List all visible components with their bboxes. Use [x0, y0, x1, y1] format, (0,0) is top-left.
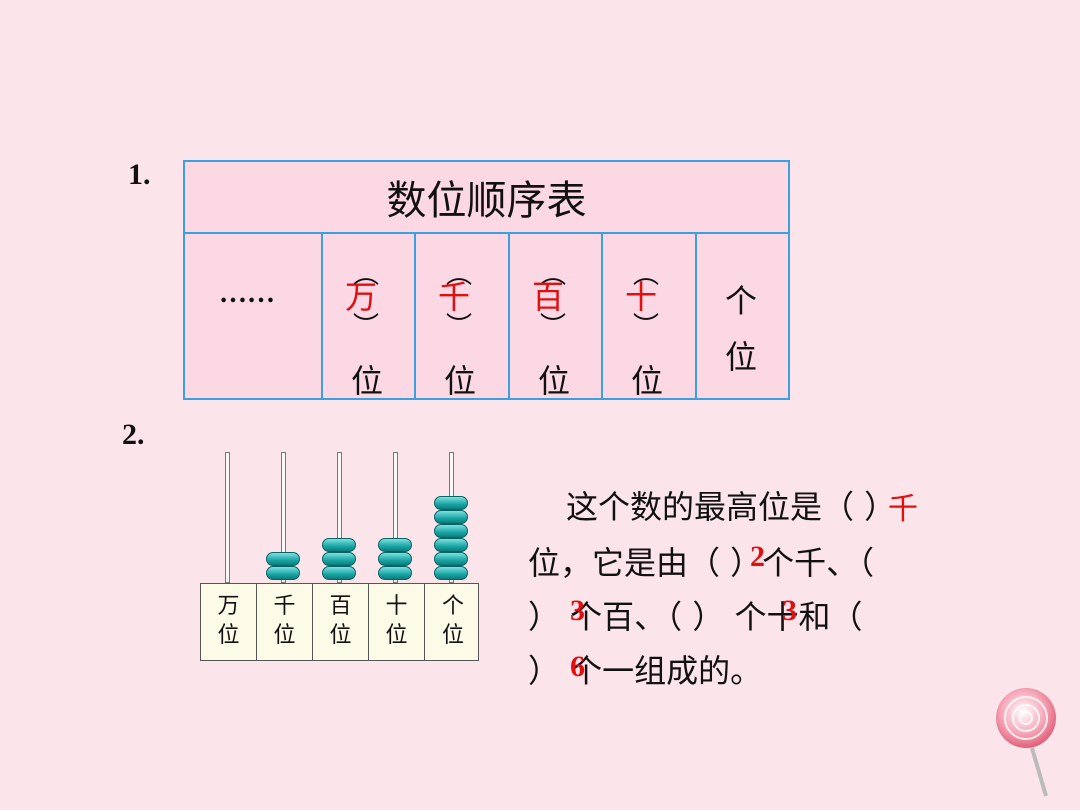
abacus-bead [322, 538, 356, 552]
abacus-bead [266, 552, 300, 566]
table-title: 数位顺序表 [185, 162, 788, 234]
abacus-bead [378, 552, 412, 566]
abacus-bead [378, 566, 412, 580]
q2-text-line2: 位，它是由（ ）个千、（ [528, 544, 875, 582]
abacus-bead [434, 496, 468, 510]
abacus-bead [378, 538, 412, 552]
label-char: 万 [217, 594, 240, 620]
abacus-bead [434, 538, 468, 552]
wei-label: 位 [631, 362, 664, 400]
wei-label: 位 [725, 338, 758, 376]
lollipop-icon [996, 688, 1056, 797]
abacus-label-qian: 千位 [257, 584, 313, 660]
place-value-table: 数位顺序表 …… ︵ 万 ︶ 位 ︵ 千 ︶ 位 ︵ 百 ︶ 位 ︵ 十 ︶ 位… [183, 160, 790, 400]
abacus-bead [266, 566, 300, 580]
table-cell-ge: 个 位 [697, 232, 788, 398]
label-char: 十 [385, 594, 408, 620]
answer-wan: 万 [345, 278, 378, 316]
abacus-bead [434, 566, 468, 580]
answer-ones: 6 [570, 650, 585, 683]
q2-text-line1: 这个数的最高位是（ ） [566, 488, 897, 526]
table-cell-wan: ︵ 万 ︶ 位 [323, 232, 416, 400]
question-2-number: 2. [122, 418, 145, 451]
table-cell-shi: ︵ 十 ︶ 位 [603, 232, 697, 400]
abacus-rod [337, 452, 342, 583]
abacus-rod [225, 452, 230, 583]
table-cell-bai: ︵ 百 ︶ 位 [510, 232, 603, 400]
answer-thousands: 2 [750, 540, 765, 573]
abacus-label-ge: 个位 [425, 584, 481, 660]
paren-open: ︵ [540, 260, 567, 290]
label-char: 位 [329, 623, 352, 648]
answer-highest-place: 千 [888, 492, 918, 527]
abacus-label-wan: 万位 [201, 584, 257, 660]
paren-close: ︶ [633, 312, 660, 342]
abacus-bead [434, 510, 468, 524]
label-char: 百 [329, 594, 352, 620]
abacus-label-bai: 百位 [313, 584, 369, 660]
wei-label: 位 [538, 362, 571, 400]
question-1-number: 1. [128, 158, 151, 191]
paren-close: ︶ [540, 312, 567, 342]
table-cell-dots: …… [185, 232, 323, 398]
label-char: 位 [385, 623, 408, 648]
label-char: 位 [441, 623, 464, 648]
answer-bai: 百 [532, 278, 565, 316]
wei-label: 位 [351, 362, 384, 400]
q2-text-line3: ） 个百、（ ） 个十和（ [528, 598, 863, 636]
wei-label: 位 [444, 362, 477, 400]
q2-text-line4: ） 个一组成的。 [528, 652, 763, 690]
answer-tens: 3 [782, 594, 797, 627]
abacus-bead [322, 552, 356, 566]
label-char: 个 [441, 594, 464, 620]
label-char: 位 [217, 623, 240, 648]
abacus-bead [434, 552, 468, 566]
label-char: 千 [273, 594, 296, 620]
abacus-bead [322, 566, 356, 580]
label-char: 位 [273, 623, 296, 648]
paren-open: ︵ [446, 260, 473, 290]
answer-qian: 千 [438, 278, 471, 316]
abacus-base: 万位 千位 百位 十位 个位 [200, 583, 479, 661]
abacus-bead [434, 524, 468, 538]
answer-shi: 十 [625, 278, 658, 316]
abacus-rod [281, 452, 286, 583]
paren-close: ︶ [353, 312, 380, 342]
paren-open: ︵ [633, 260, 660, 290]
answer-hundreds: 3 [570, 594, 585, 627]
ellipsis: …… [219, 278, 275, 309]
abacus-rod [393, 452, 398, 583]
table-cell-qian: ︵ 千 ︶ 位 [416, 232, 510, 400]
abacus-label-shi: 十位 [369, 584, 425, 660]
paren-close: ︶ [446, 312, 473, 342]
paren-open: ︵ [353, 260, 380, 290]
ge-label: 个 [725, 282, 758, 320]
